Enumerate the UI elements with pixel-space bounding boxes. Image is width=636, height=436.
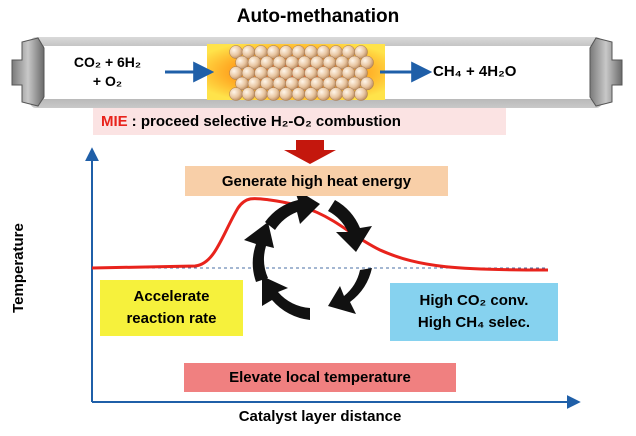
x-axis-label: Catalyst layer distance xyxy=(238,408,402,425)
catalyst-bed xyxy=(207,44,385,101)
catalyst-pellet xyxy=(354,66,368,80)
inlet-line2: + O₂ xyxy=(92,73,123,89)
inlet-line1: CO₂ + 6H₂ xyxy=(73,54,142,70)
catalyst-pellet xyxy=(241,87,256,101)
mie-text: : proceed selective H₂-O₂ combustion xyxy=(131,113,401,130)
cycle-arrows xyxy=(244,188,372,320)
outlet-products: CH₄ + 4H₂O xyxy=(433,63,517,80)
catalyst-pellet xyxy=(291,87,306,101)
y-axis-label: Temperature xyxy=(10,223,27,313)
temperature-curve xyxy=(91,196,549,272)
catalyst-pellet xyxy=(304,87,318,101)
cycle-arrow-icon xyxy=(244,222,274,282)
high-conversion-box: High CO₂ conv. High CH₄ selec. xyxy=(390,283,558,341)
catalyst-pellet xyxy=(360,55,374,70)
catalyst-pellet xyxy=(354,87,368,101)
inlet-reactants: CO₂ + 6H₂ + O₂ xyxy=(55,53,160,91)
catalyst-pellet xyxy=(341,87,356,101)
accelerate-line1: Accelerate xyxy=(133,288,210,305)
catalyst-pellet xyxy=(354,45,368,59)
catalyst-pellet xyxy=(266,87,281,101)
cycle-arrow-icon xyxy=(328,268,372,314)
catalyst-pellet xyxy=(229,87,243,101)
mie-label: MIE xyxy=(101,113,128,130)
cycle-arrow-icon xyxy=(265,188,320,230)
elevate-temperature-box: Elevate local temperature xyxy=(184,363,456,392)
high-line2: High CH₄ selec. xyxy=(417,314,531,331)
cycle-arrow-icon xyxy=(328,200,372,252)
catalyst-pellet xyxy=(254,87,268,101)
catalyst-pellet xyxy=(360,76,374,91)
down-arrow-icon xyxy=(284,140,336,164)
mie-banner: MIE : proceed selective H₂-O₂ combustion xyxy=(93,108,506,135)
catalyst-pellet xyxy=(329,87,343,101)
high-line1: High CO₂ conv. xyxy=(419,292,529,309)
diagram-title: Auto-methanation xyxy=(236,6,400,27)
generate-heat-box: Generate high heat energy xyxy=(185,166,448,196)
accelerate-box: Accelerate reaction rate xyxy=(100,280,243,336)
catalyst-pellet xyxy=(279,87,293,101)
catalyst-pellet xyxy=(316,87,331,101)
cycle-arrow-icon xyxy=(262,276,310,320)
accelerate-line2: reaction rate xyxy=(126,310,217,327)
